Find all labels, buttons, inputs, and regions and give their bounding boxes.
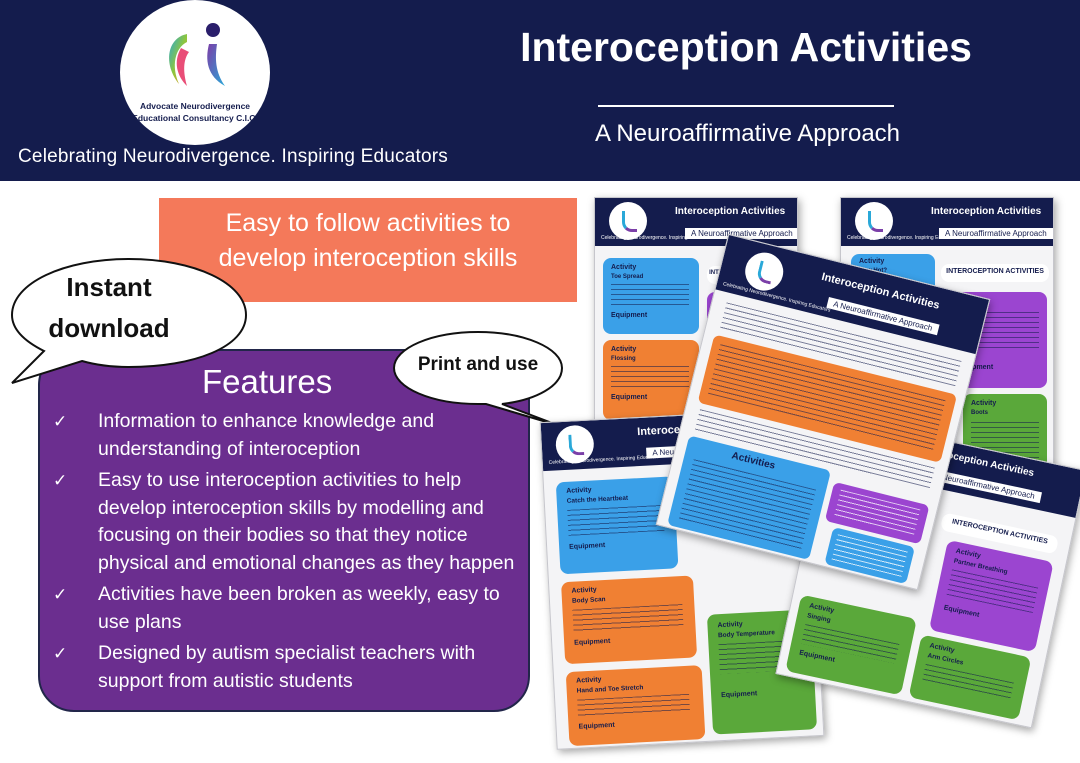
activity-label: Activity — [611, 264, 637, 271]
mockup-title: Interoception Activities — [675, 206, 786, 217]
activity-label: Activity — [566, 486, 592, 495]
page-title: Interoception Activities — [520, 24, 972, 70]
activity-label: Activity — [571, 586, 597, 595]
activity-name: Hand and Toe Stretch — [576, 684, 644, 695]
activity-card: Activity Body Scan Equipment — [561, 575, 698, 665]
tagline: Celebrating Neurodivergence. Inspiring E… — [18, 146, 448, 167]
activity-text — [946, 569, 1039, 614]
instant-line-2: download — [48, 313, 170, 343]
activity-card: Activity Singing Equipment — [785, 594, 917, 696]
print-and-use-bubble: Print and use — [388, 328, 568, 430]
checkmark-icon: ✓ — [53, 585, 68, 604]
activity-text — [922, 663, 1014, 701]
equipment-label: Equipment — [611, 312, 648, 319]
page-subtitle: A Neuroaffirmative Approach — [594, 120, 901, 147]
note-text — [831, 534, 908, 577]
header-banner: Advocate Neurodivergence Educational Con… — [0, 0, 1080, 181]
mockup-tagline: Celebrating Neurodivergence. Inspiring E… — [847, 235, 958, 241]
feature-item: ✓ Activities have been broken as weekly, … — [53, 581, 523, 636]
activity-name: Catch the Heartbeat — [566, 494, 629, 505]
banner-line-1: Easy to follow activities to — [225, 209, 511, 237]
checkmark-icon: ✓ — [53, 471, 68, 490]
feature-item: ✓ Designed by autism specialist teachers … — [53, 640, 523, 695]
feature-item: ✓ Information to enhance knowledge and un… — [53, 408, 523, 463]
features-panel: Features ✓ Information to enhance knowled… — [38, 349, 530, 712]
equipment-label: Equipment — [720, 690, 758, 700]
checkmark-icon: ✓ — [53, 644, 68, 663]
activity-card: Activity Partner Breathing Equipment — [928, 539, 1054, 653]
logo-text-line2: Educational Consultancy C.I.C. — [132, 113, 258, 123]
equipment-label: Equipment — [578, 721, 615, 731]
equipment-label: Equipment — [569, 541, 606, 551]
activity-name: Flossing — [611, 356, 636, 362]
equipment-label: Equipment — [574, 637, 611, 647]
equipment-label: Equipment — [943, 604, 980, 619]
feature-text: Easy to use interoception activities to … — [98, 469, 515, 574]
activity-name: Boots — [971, 410, 988, 416]
instant-line-1: Instant — [66, 272, 152, 302]
activity-card: Activity Hand and Toe Stretch Equipment — [565, 665, 706, 747]
print-and-use-label: Print and use — [417, 354, 539, 375]
equipment-label: Equipment — [611, 394, 648, 401]
features-list: ✓ Information to enhance knowledge and un… — [53, 408, 523, 699]
activity-card: Activity Toe Spread Equipment — [603, 258, 699, 334]
mockup-logo-icon — [609, 202, 647, 240]
activity-name: Body Scan — [571, 596, 606, 605]
feature-text: Designed by autism specialist teachers w… — [98, 642, 476, 692]
equipment-label: Equipment — [957, 364, 994, 371]
section-heading: INTEROCEPTION ACTIVITIES — [941, 264, 1049, 282]
mockup-title: Interoception Activities — [931, 206, 1042, 217]
activity-text — [567, 504, 665, 536]
features-heading: Features — [202, 363, 333, 400]
activities-heading: Activities — [730, 450, 777, 472]
speech-bubble-icon — [392, 330, 564, 427]
activity-text — [577, 693, 690, 718]
activity-label: Activity — [576, 676, 602, 685]
activity-label: Activity — [717, 620, 743, 630]
checkmark-icon: ✓ — [53, 412, 68, 431]
mockup-subtitle: A Neuroaffirmative Approach — [939, 228, 1053, 239]
logo-icon — [169, 23, 225, 86]
activity-label: Activity — [611, 346, 637, 353]
title-divider — [598, 105, 894, 107]
activity-text — [572, 604, 684, 632]
speech-bubble-icon — [10, 257, 248, 384]
equipment-label: Equipment — [798, 649, 836, 664]
activity-name: Toe Spread — [611, 274, 644, 280]
feature-item: ✓ Easy to use interoception activities to… — [53, 467, 523, 577]
banner-line-2: develop interoception skills — [218, 244, 518, 272]
mockup-logo-icon — [855, 202, 893, 240]
mockup-tagline: Celebrating Neurodivergence. Inspiring E… — [601, 235, 712, 241]
activity-card: Activity Flossing Equipment — [603, 340, 699, 420]
mockup-subtitle: A Neuroaffirmative Approach — [685, 228, 797, 239]
logo: Advocate Neurodivergence Educational Con… — [120, 0, 270, 145]
activity-text — [611, 284, 689, 306]
feature-text: Activities have been broken as weekly, e… — [98, 583, 500, 633]
instant-download-bubble: Instant download — [4, 255, 254, 390]
activity-label: Activity — [971, 400, 997, 407]
logo-text-line1: Advocate Neurodivergence — [139, 101, 251, 111]
activity-name: Singing — [806, 612, 832, 625]
feature-text: Information to enhance knowledge and und… — [98, 410, 435, 460]
activity-text — [611, 366, 689, 388]
activity-name: Body Temperature — [717, 629, 776, 640]
activity-label: Activity — [859, 258, 885, 265]
